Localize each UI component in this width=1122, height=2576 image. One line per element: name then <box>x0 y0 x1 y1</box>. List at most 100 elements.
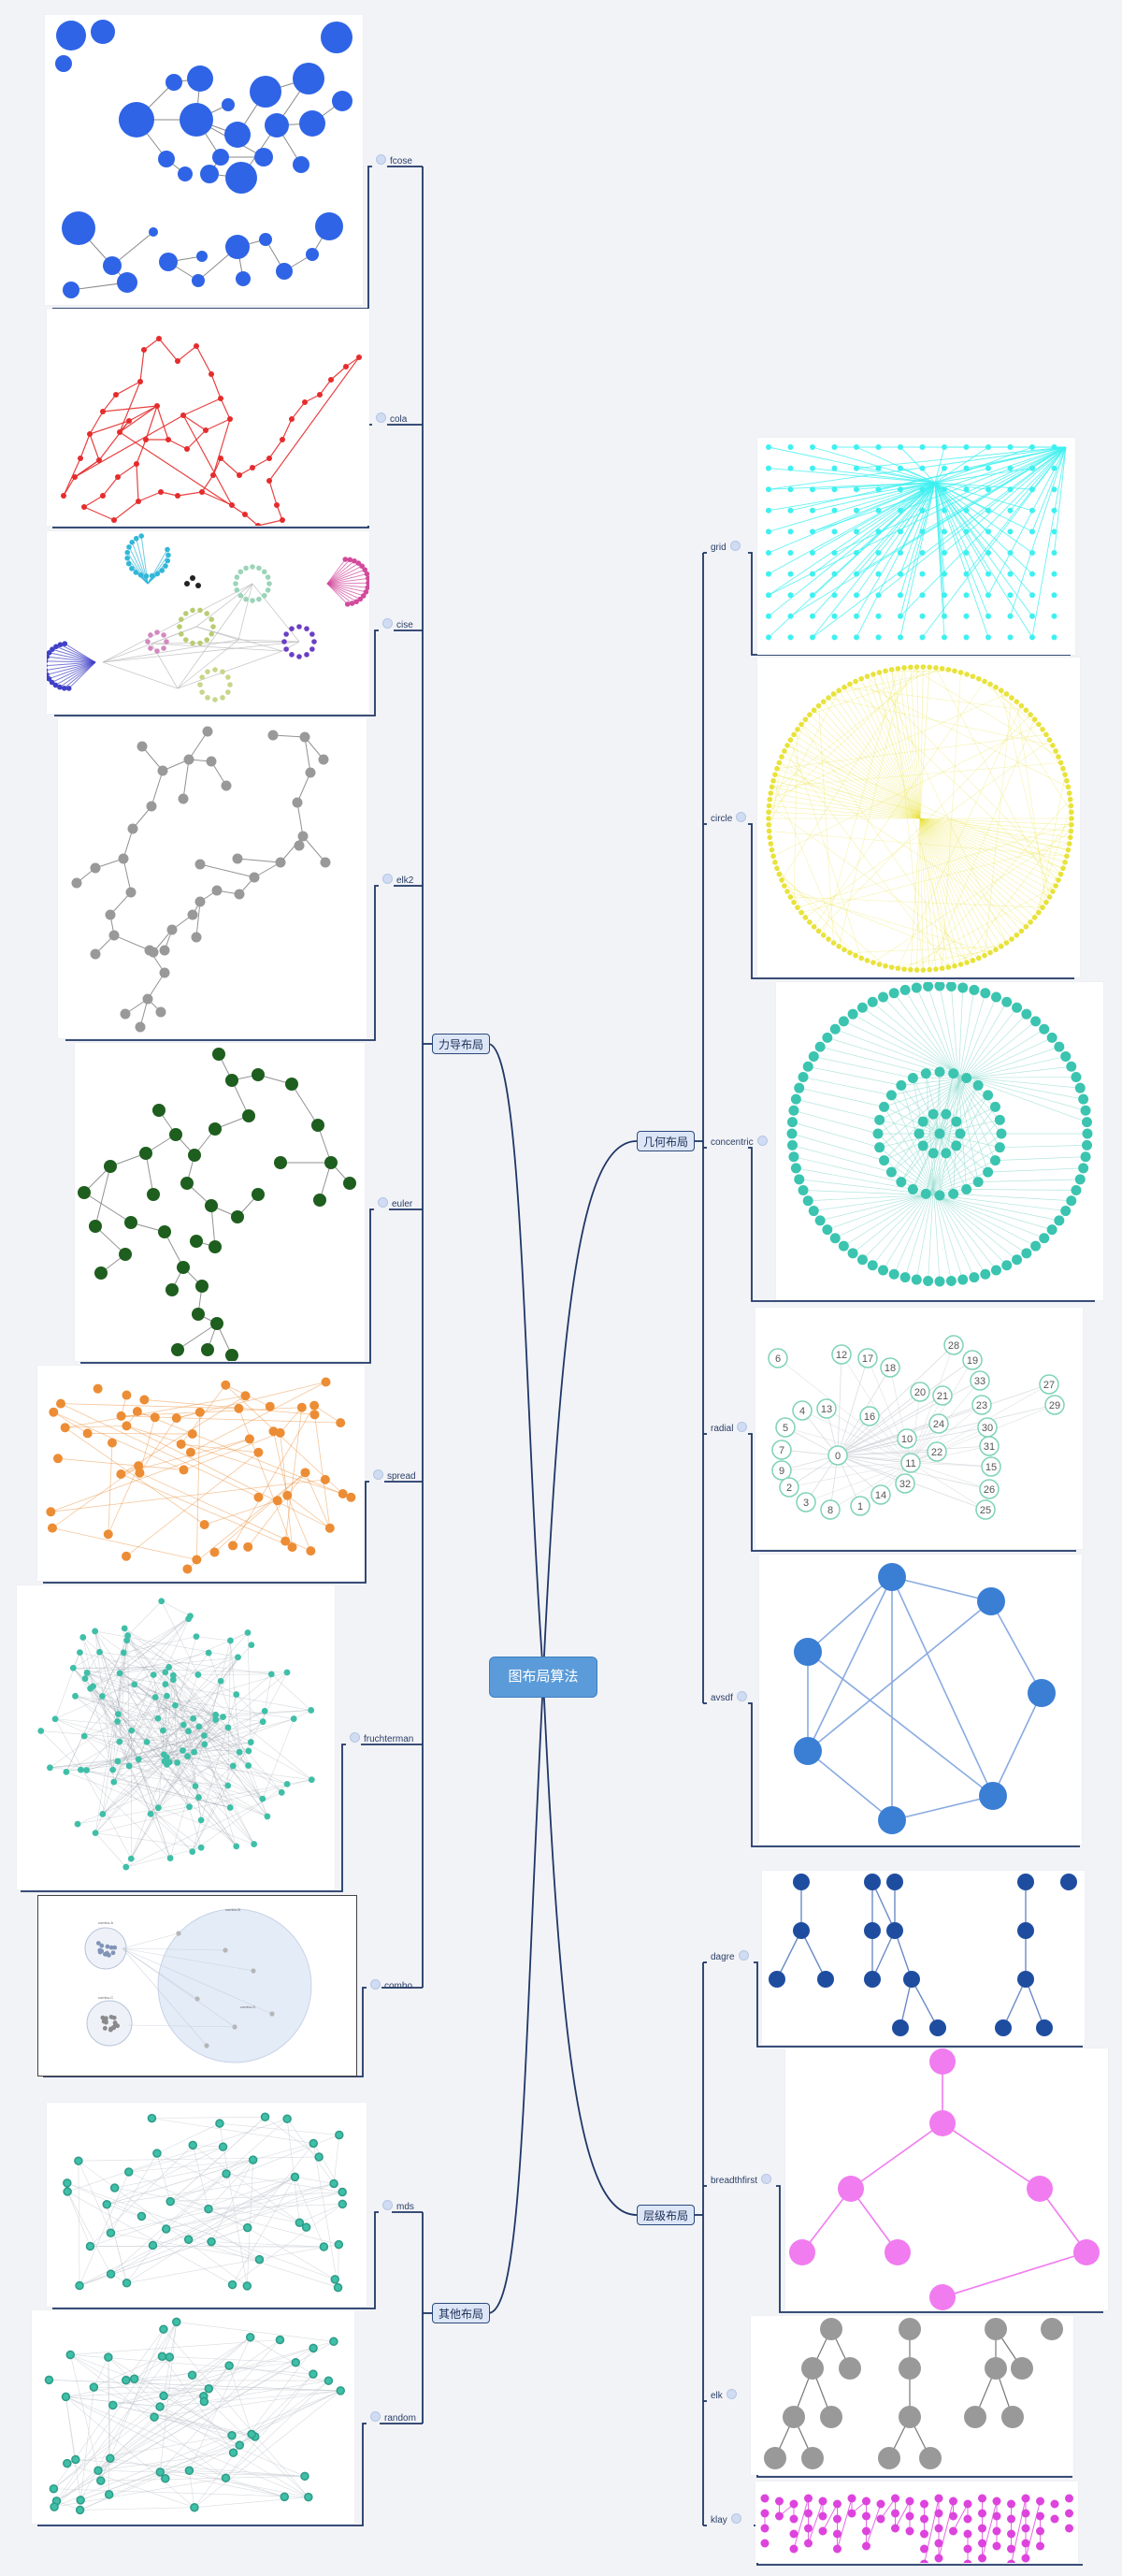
edge <box>112 1657 238 1771</box>
node-dot <box>1051 465 1057 471</box>
edge <box>835 1028 954 1074</box>
edge <box>204 1499 278 1526</box>
edge <box>189 2469 305 2477</box>
node-dot <box>256 596 262 602</box>
node-dot <box>1007 634 1014 641</box>
node-dot <box>275 2335 285 2345</box>
leaf-cise[interactable]: cise <box>379 618 413 630</box>
edge <box>776 1930 802 1980</box>
node-dot <box>343 1177 356 1190</box>
leaf-fruchterman[interactable]: fruchterman <box>346 1732 413 1744</box>
edge <box>939 1194 1066 1211</box>
edge <box>66 2182 336 2280</box>
edge <box>247 1472 306 1548</box>
leaf-elk2[interactable]: elk2 <box>379 874 413 886</box>
node-dot <box>802 1195 813 1207</box>
node-dot <box>1007 2559 1015 2563</box>
node-dot <box>309 2343 318 2353</box>
edge <box>177 583 253 689</box>
edge <box>900 1065 1072 1086</box>
node-dot <box>266 581 272 586</box>
edge <box>1000 1145 1087 1149</box>
node-dot <box>245 1762 252 1769</box>
node-dot <box>888 964 895 970</box>
edge <box>49 661 96 680</box>
node-dot <box>829 1023 841 1035</box>
node-dot <box>831 465 838 471</box>
leaf-mds[interactable]: mds <box>379 2200 414 2212</box>
branch-node-other[interactable]: 其他布局 <box>432 2303 491 2323</box>
node-dot <box>779 754 784 760</box>
node-dot <box>119 102 154 137</box>
node-dot <box>280 517 285 523</box>
edge <box>232 1405 315 1546</box>
node-dot <box>105 1944 110 1949</box>
node-dot <box>875 634 882 641</box>
root-node[interactable]: 图布局算法 <box>489 1657 597 1698</box>
node-dot <box>245 1747 252 1755</box>
node-dot <box>963 571 970 577</box>
edge <box>151 2118 314 2144</box>
node-dot <box>131 1681 138 1688</box>
branch-node-force[interactable]: 力导布局 <box>432 1034 491 1054</box>
edge <box>117 1715 216 1722</box>
radial-node-label: 14 <box>875 1490 886 1501</box>
leaf-concentric[interactable]: concentric <box>711 1136 771 1148</box>
leaf-cola[interactable]: cola <box>372 412 407 425</box>
edge <box>145 405 158 441</box>
node-dot <box>1065 847 1072 853</box>
edge <box>916 667 924 970</box>
node-dot <box>180 1721 187 1729</box>
edge <box>79 2183 335 2286</box>
edge <box>122 1947 226 1951</box>
edge <box>768 446 936 484</box>
leaf-combo[interactable]: combo <box>367 1979 412 1991</box>
node-dot <box>951 1140 962 1151</box>
node-dot <box>810 528 815 535</box>
leaf-fcose[interactable]: fcose <box>372 154 412 166</box>
edge <box>173 1675 178 1763</box>
node-dot <box>157 2352 167 2361</box>
node-dot <box>895 665 901 672</box>
leaf-random[interactable]: random <box>367 2411 416 2424</box>
edge <box>83 1735 193 1852</box>
edge <box>119 1652 209 1674</box>
leaf-circle[interactable]: circle <box>711 812 750 824</box>
edge <box>801 2188 852 2253</box>
leaf-elk[interactable]: elk <box>711 2389 741 2401</box>
leaf-breadthfirst[interactable]: breadthfirst <box>711 2174 775 2186</box>
branch-node-geometric[interactable]: 几何布局 <box>637 1131 696 1151</box>
edge <box>66 2191 111 2275</box>
node-dot <box>994 1114 1005 1125</box>
leaf-klay[interactable]: klay <box>711 2513 745 2525</box>
edge <box>66 2463 195 2508</box>
node-dot <box>63 282 79 298</box>
leaf-radial[interactable]: radial <box>711 1422 751 1434</box>
edge <box>79 2171 130 2286</box>
node-dot <box>240 1391 251 1401</box>
leaf-dagre[interactable]: dagre <box>711 1950 753 1962</box>
leaf-spread[interactable]: spread <box>369 1469 416 1482</box>
connector <box>21 1744 346 1892</box>
edge <box>108 2357 109 2495</box>
branch-node-hierarchy[interactable]: 层级布局 <box>637 2205 696 2225</box>
radial-node-label: 15 <box>985 1462 997 1473</box>
edge <box>210 373 222 399</box>
node-dot <box>826 936 831 942</box>
leaf-avsdf[interactable]: avsdf <box>711 1691 751 1703</box>
edge <box>160 491 179 497</box>
edge <box>800 724 1040 913</box>
node-dot <box>1007 507 1014 514</box>
connector <box>80 1208 374 1364</box>
leaf-euler[interactable]: euler <box>374 1197 412 1209</box>
leaf-grid[interactable]: grid <box>711 541 744 553</box>
edge <box>86 1672 237 1847</box>
edge <box>65 1640 127 1773</box>
node-dot <box>992 2496 1001 2506</box>
node-dot <box>942 465 947 471</box>
edge <box>118 1615 191 1715</box>
edge <box>201 491 233 506</box>
node-dot <box>1012 1254 1023 1266</box>
edge <box>281 418 293 441</box>
node-dot <box>963 2544 972 2554</box>
